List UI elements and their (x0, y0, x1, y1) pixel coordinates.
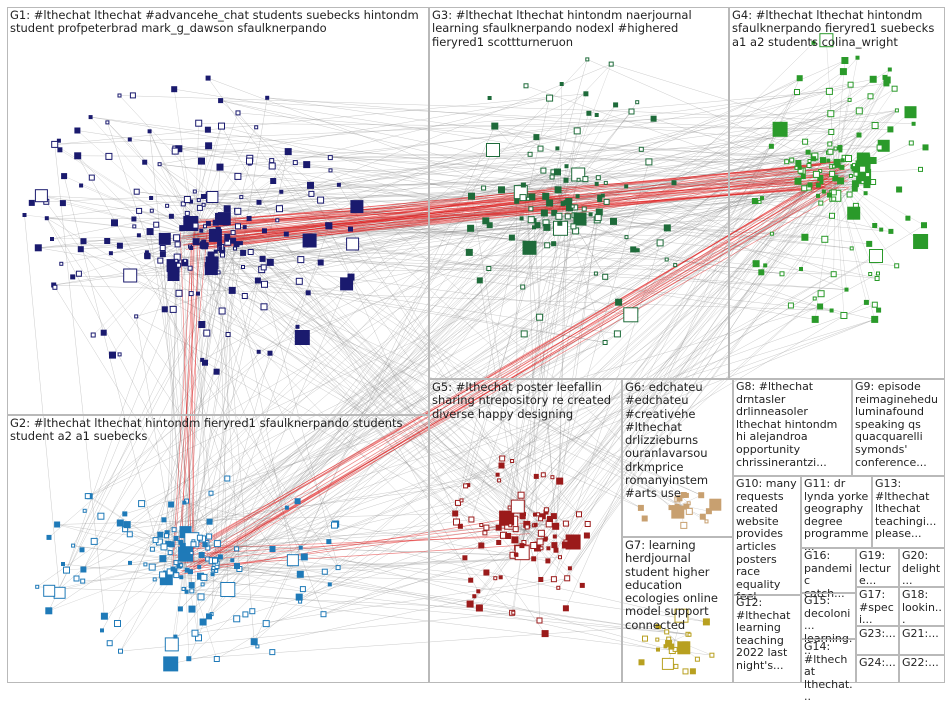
group-label-g21: G21:... (902, 628, 942, 641)
group-label-g5: G5: #lthechat poster leefallin sharing n… (432, 381, 619, 421)
group-label-g3: G3: #lthechat lthechat hintondm naerjour… (432, 9, 726, 49)
group-label-g9: G9: episode reimaginehedu luminafound sp… (855, 381, 942, 469)
group-label-g20: G20: delight... (902, 550, 942, 588)
group-label-g12: G12: #lthechat learning teaching 2022 la… (736, 597, 798, 673)
group-label-g19: G19: lecture... (859, 550, 896, 588)
group-label-g6: G6: edchateu #edchateu #creativehe #lthe… (625, 381, 730, 501)
group-box-g7: G7: learning herdjournal student higher … (622, 537, 733, 683)
group-box-g5: G5: #lthechat poster leefallin sharing n… (429, 379, 622, 683)
group-label-g17: G17: #speci... (859, 589, 896, 627)
group-box-g9: G9: episode reimaginehedu luminafound sp… (852, 379, 945, 476)
group-label-g18: G18: lookin... (902, 589, 942, 627)
group-label-g22: G22:... (902, 657, 942, 670)
group-box-g12: G12: #lthechat learning teaching 2022 la… (733, 595, 801, 683)
group-label-g7: G7: learning herdjournal student higher … (625, 539, 730, 632)
group-box-g21: G21:... (899, 626, 945, 655)
group-box-g13: G13: #lthechat lthechat teachingi... ple… (872, 476, 945, 548)
group-box-g2: G2: #lthechat lthechat hintondm fieryred… (7, 415, 429, 683)
group-box-g22: G22:... (899, 655, 945, 683)
group-box-g10: G10: many requests created website provi… (733, 476, 801, 595)
group-box-g23: G23:... (856, 626, 899, 655)
group-box-g16: G16: pandemic catch... (801, 548, 856, 593)
group-box-g24: G24:... (856, 655, 899, 683)
group-label-g24: G24:... (859, 657, 896, 670)
group-box-g6: G6: edchateu #edchateu #creativehe #lthe… (622, 379, 733, 537)
group-label-g2: G2: #lthechat lthechat hintondm fieryred… (10, 417, 426, 444)
group-label-g4: G4: #lthechat lthechat hintondm sfaulkne… (732, 9, 942, 49)
group-box-g4: G4: #lthechat lthechat hintondm sfaulkne… (729, 7, 945, 379)
group-box-g8: G8: #lthechat drntasler drlinneasoler lt… (733, 379, 852, 476)
group-box-g18: G18: lookin... (899, 587, 945, 626)
group-box-g3: G3: #lthechat lthechat hintondm naerjour… (429, 7, 729, 379)
group-label-g23: G23:... (859, 628, 896, 641)
group-box-g15: G15: decoloni... learning... (801, 593, 856, 639)
group-label-g10: G10: many requests created website provi… (736, 478, 798, 604)
group-box-g11: G11: dr lynda yorke geography degree pro… (801, 476, 872, 548)
group-label-g14: G14: #lthechat lthechat... (804, 641, 853, 704)
group-box-g19: G19: lecture... (856, 548, 899, 587)
group-label-g1: G1: #lthechat lthechat #advancehe_chat s… (10, 9, 426, 36)
group-box-g14: G14: #lthechat lthechat... (801, 639, 856, 683)
group-label-g8: G8: #lthechat drntasler drlinneasoler lt… (736, 381, 849, 469)
group-label-g13: G13: #lthechat lthechat teachingi... ple… (875, 478, 942, 541)
group-box-g1: G1: #lthechat lthechat #advancehe_chat s… (7, 7, 429, 415)
group-box-g20: G20: delight... (899, 548, 945, 587)
group-box-g17: G17: #speci... (856, 587, 899, 626)
group-label-g11: G11: dr lynda yorke geography degree pro… (804, 478, 869, 554)
